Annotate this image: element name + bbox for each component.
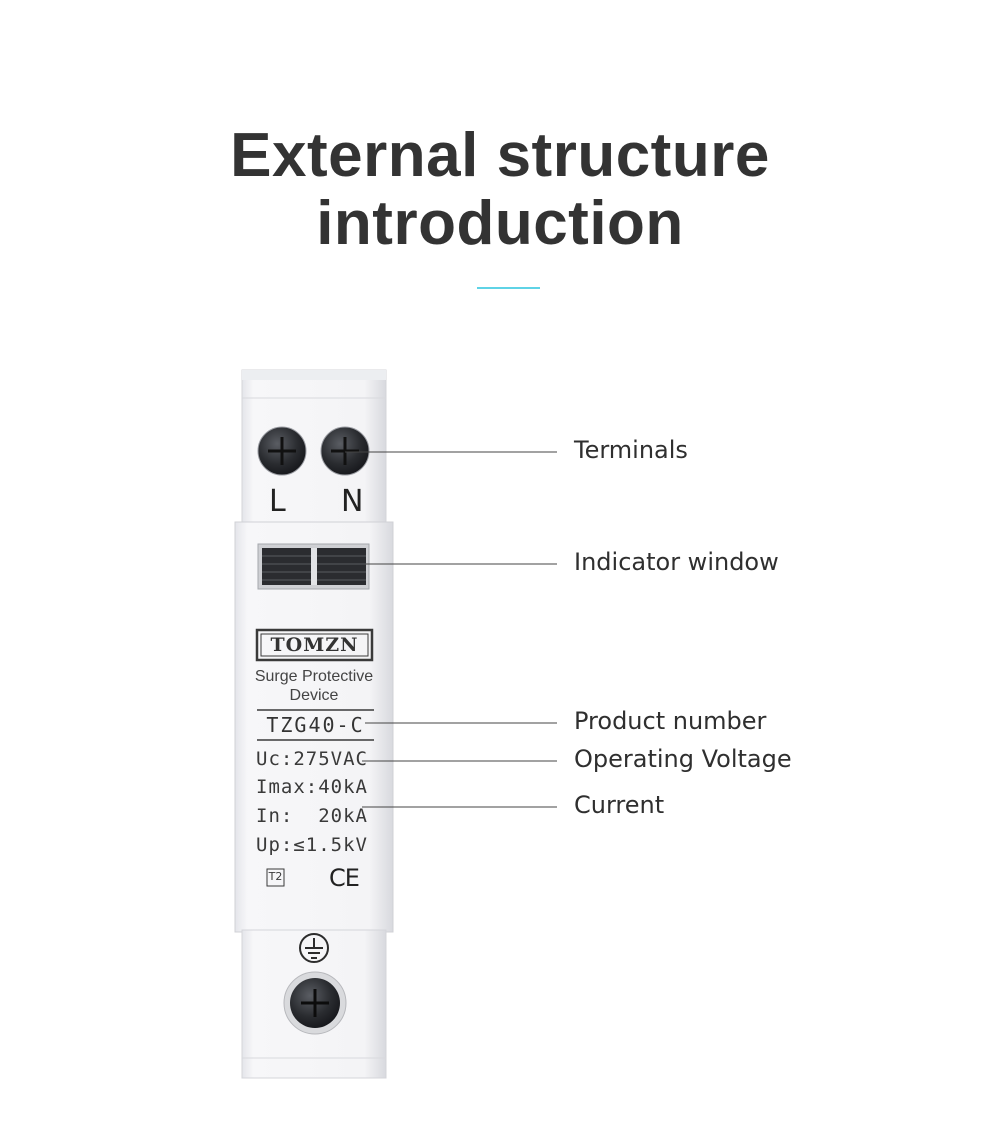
brand-box (255, 628, 374, 662)
terminal-screw-l (257, 426, 307, 476)
callout-terminals: Terminals (574, 436, 688, 464)
indicator-window (257, 543, 370, 590)
title-line-2: introduction (316, 189, 684, 258)
callout-current: Current (574, 791, 665, 819)
title-accent-rule (477, 287, 540, 289)
spec-in: In: 20kA (256, 805, 368, 827)
type-mark: T2 (268, 870, 283, 883)
device-subtitle-2: Device (289, 687, 339, 704)
spec-up: Up:≤1.5kV (256, 834, 368, 856)
callout-operating-voltage: Operating Voltage (574, 745, 792, 773)
terminal-label-l: L (269, 484, 286, 519)
terminal-label-n: N (341, 484, 364, 519)
main-housing (234, 521, 394, 933)
terminal-screw-n (320, 426, 370, 476)
device-subtitle-1: Surge Protective (254, 668, 374, 685)
model-number: TZG40-C (266, 713, 365, 737)
top-housing-rim (242, 370, 386, 380)
page-title: External structure introduction (0, 122, 1000, 258)
spec-voltage: Uc:275VAC (256, 748, 368, 770)
callout-product-number: Product number (574, 707, 767, 735)
callout-indicator-window: Indicator window (574, 548, 779, 576)
spec-imax: Imax:40kA (256, 776, 368, 798)
title-line-1: External structure (230, 121, 770, 190)
brand-logo: TOMZN (270, 634, 359, 656)
type-mark-box (266, 868, 285, 887)
ground-terminal-screw (283, 971, 347, 1035)
ce-mark-icon: CE (329, 864, 360, 892)
ground-symbol-icon (299, 933, 329, 963)
